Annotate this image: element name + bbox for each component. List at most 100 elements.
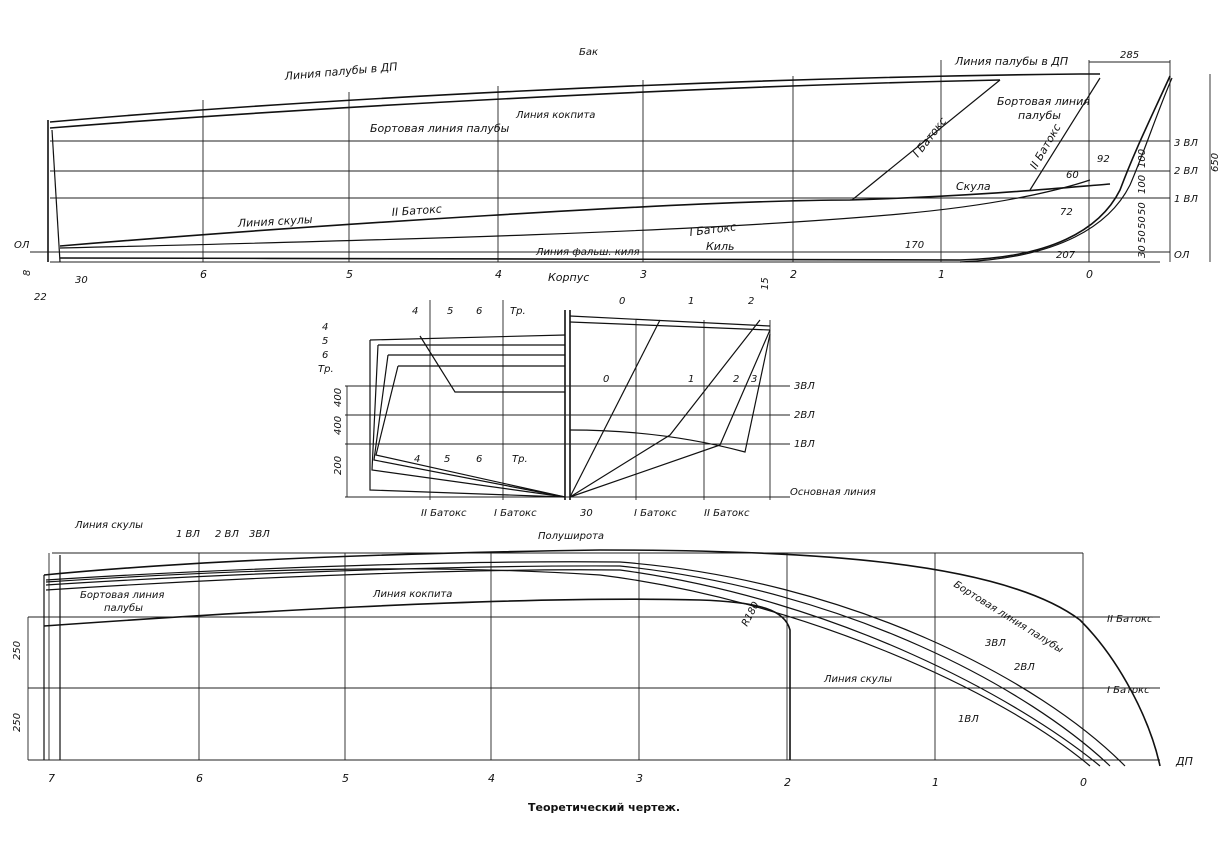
bp-low-left-4: 4 — [414, 454, 420, 465]
hb-label-dp: ДП — [1175, 755, 1193, 768]
dim-30b: 30 — [75, 275, 88, 286]
hb-dim-250b: 250 — [12, 713, 23, 732]
bp-bottom-batoks1-left: I Батокс — [494, 508, 537, 519]
body-plan-view: Корпус 4 5 6 Тр. 4 — [318, 271, 876, 519]
hb-label-1vl-right: 1ВЛ — [958, 714, 979, 725]
dim-8: 8 — [22, 270, 33, 276]
dim-50c: 50 — [1137, 230, 1148, 243]
bp-low-left-tr: Тр. — [512, 454, 528, 465]
label-bak: Бак — [579, 47, 598, 58]
hb-label-3vl: 3ВЛ — [249, 529, 270, 540]
bp-left-label-6: 6 — [322, 350, 328, 361]
dim-15: 15 — [760, 277, 771, 290]
label-chine-line: Линия скулы — [236, 213, 313, 230]
bp-left-label-4: 4 — [322, 322, 328, 333]
dim-72: 72 — [1060, 207, 1073, 218]
dim-50a: 50 — [1137, 202, 1148, 215]
bp-label-2vl: 2ВЛ — [794, 410, 815, 421]
station-0: 0 — [1086, 268, 1093, 281]
station-6: 6 — [200, 268, 207, 281]
label-batoks-1: I Батокс — [910, 115, 949, 160]
dim-100a: 100 — [1137, 149, 1148, 168]
bp-top-left-6: 6 — [476, 306, 482, 317]
hb-station-5: 5 — [342, 772, 349, 785]
hb-label-chine-right: Линия скулы — [823, 674, 892, 685]
hb-label-2vl-right: 2ВЛ — [1014, 662, 1035, 673]
hb-label-radius: R180 — [740, 600, 762, 628]
label-deck-dp-left: Линия палубы в ДП — [283, 60, 398, 83]
station-1: 1 — [938, 268, 945, 281]
label-1vl: 1 ВЛ — [1174, 194, 1198, 205]
body-plan-title: Корпус — [548, 271, 589, 284]
label-side-deck-right-2: палубы — [1018, 109, 1061, 122]
hb-dim-250a: 250 — [12, 641, 23, 660]
label-chine: Скула — [956, 180, 991, 193]
label-false-keel: Линия фальш. киля — [535, 247, 640, 258]
bp-left-label-5: 5 — [322, 336, 328, 347]
station-3: 3 — [640, 268, 647, 281]
bp-low-left-6: 6 — [476, 454, 482, 465]
label-deck-dp-right: Линия палубы в ДП — [954, 55, 1068, 68]
label-batoks-2-low: II Батокс — [391, 203, 442, 219]
dim-60: 60 — [1066, 170, 1079, 181]
bp-label-1vl: 1ВЛ — [794, 439, 815, 450]
label-keel: Киль — [706, 240, 734, 253]
bp-mid-right-2: 2 — [733, 374, 739, 385]
drawing-caption: Теоретический чертеж. — [528, 801, 680, 814]
bp-base-line: Основная линия — [790, 487, 876, 498]
profile-view: Бак Линия палубы в ДП Линия палубы в ДП … — [14, 47, 1220, 303]
bp-label-3vl: 3ВЛ — [794, 381, 815, 392]
label-2vl: 2 ВЛ — [1174, 166, 1198, 177]
bp-top-left-4: 4 — [412, 306, 418, 317]
dim-285: 285 — [1120, 50, 1139, 61]
bp-mid-right-1: 1 — [688, 374, 694, 385]
dim-100b: 100 — [1137, 175, 1148, 194]
station-2: 2 — [790, 268, 797, 281]
bp-top-right-2: 2 — [748, 296, 754, 307]
hb-station-4: 4 — [488, 772, 495, 785]
hb-label-cockpit: Линия кокпита — [372, 589, 452, 600]
bp-bottom-batoks2-left: II Батокс — [421, 508, 467, 519]
dim-22: 22 — [34, 292, 47, 303]
label-batoks-1-low: I Батокс — [689, 220, 737, 239]
hb-label-batoks1: I Батокс — [1107, 685, 1150, 696]
label-cockpit: Линия кокпита — [515, 110, 595, 121]
dim-50b: 50 — [1137, 216, 1148, 229]
hb-label-side-deck-2: палубы — [104, 602, 143, 614]
hb-station-6: 6 — [196, 772, 203, 785]
bp-top-left-tr: Тр. — [510, 306, 526, 317]
bp-bottom-30: 30 — [580, 508, 593, 519]
bp-left-label-tr: Тр. — [318, 364, 334, 375]
dim-170: 170 — [905, 240, 924, 251]
bp-dim-400b: 400 — [333, 416, 344, 435]
hb-label-side-deck-1: Бортовая линия — [80, 590, 164, 601]
label-side-deck: Бортовая линия палубы — [370, 122, 510, 135]
label-ol-right: ОЛ — [1174, 250, 1190, 261]
hb-station-0: 0 — [1080, 776, 1087, 789]
hb-station-2: 2 — [784, 776, 791, 789]
dim-650: 650 — [1210, 153, 1220, 172]
hb-station-7: 7 — [48, 772, 55, 785]
hb-label-chine: Линия скулы — [74, 520, 143, 531]
half-breadth-view: Полуширота Линия скулы 1 ВЛ 2 ВЛ 3ВЛ Бор… — [12, 520, 1193, 789]
bp-bottom-batoks1-right: I Батокс — [634, 508, 677, 519]
hb-label-1vl: 1 ВЛ — [176, 529, 200, 540]
hb-label-2vl: 2 ВЛ — [215, 529, 239, 540]
bp-dim-400a: 400 — [333, 388, 344, 407]
bp-mid-right-3: 3 — [751, 374, 757, 385]
bp-top-right-0: 0 — [619, 296, 625, 307]
dim-30: 30 — [1137, 245, 1148, 258]
label-batoks-2: II Батокс — [1027, 122, 1063, 172]
dim-92: 92 — [1097, 154, 1110, 165]
station-5: 5 — [346, 268, 353, 281]
hb-label-3vl-right: 3ВЛ — [985, 638, 1006, 649]
station-4: 4 — [495, 268, 502, 281]
label-side-deck-right-1: Бортовая линия — [997, 95, 1090, 108]
label-3vl: 3 ВЛ — [1174, 138, 1198, 149]
hb-title: Полуширота — [538, 531, 604, 542]
bp-low-left-5: 5 — [444, 454, 450, 465]
bp-mid-right-0: 0 — [603, 374, 609, 385]
hb-station-1: 1 — [932, 776, 939, 789]
hb-label-batoks2: II Батокс — [1107, 614, 1153, 625]
